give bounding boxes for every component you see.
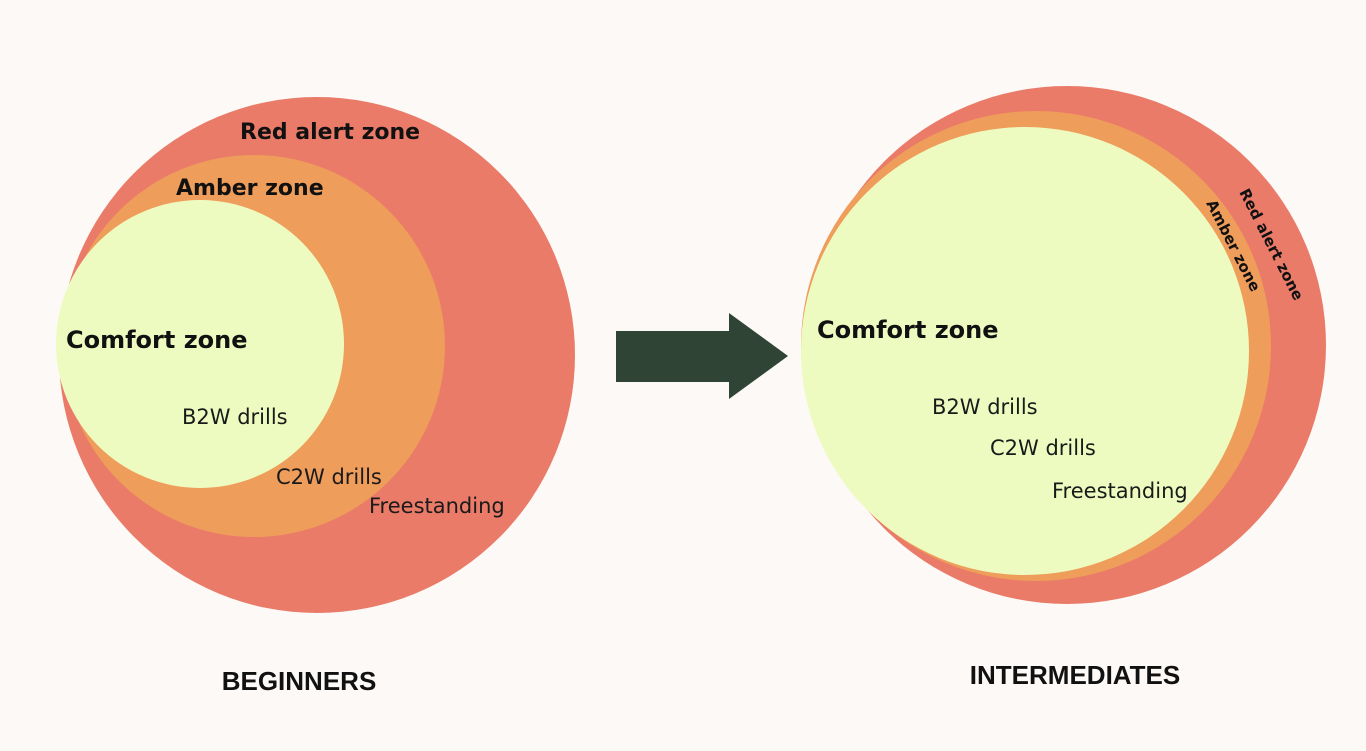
beginners-comfort-zone bbox=[56, 200, 344, 488]
beginners-caption: BEGINNERS bbox=[221, 666, 377, 696]
beginners-item-c2w: C2W drills bbox=[276, 465, 382, 489]
beginners-item-freestanding: Freestanding bbox=[369, 494, 505, 518]
beginners-diagram: Red alert zone Amber zone Comfort zone B… bbox=[56, 97, 575, 613]
beginners-item-b2w: B2W drills bbox=[182, 405, 288, 429]
intermediates-comfort-label: Comfort zone bbox=[817, 316, 999, 344]
intermediates-caption: INTERMEDIATES bbox=[969, 660, 1181, 690]
intermediates-item-c2w: C2W drills bbox=[990, 436, 1096, 460]
beginners-comfort-label: Comfort zone bbox=[66, 326, 248, 354]
intermediates-item-b2w: B2W drills bbox=[932, 395, 1038, 419]
beginners-amber-label: Amber zone bbox=[176, 176, 324, 201]
intermediates-comfort-zone bbox=[801, 127, 1249, 575]
arrow-right-icon bbox=[616, 313, 788, 399]
intermediates-item-freestanding: Freestanding bbox=[1052, 479, 1188, 503]
beginners-red-label: Red alert zone bbox=[240, 120, 420, 145]
intermediates-diagram: Red alert zone Amber zone Comfort zone B… bbox=[801, 86, 1326, 604]
